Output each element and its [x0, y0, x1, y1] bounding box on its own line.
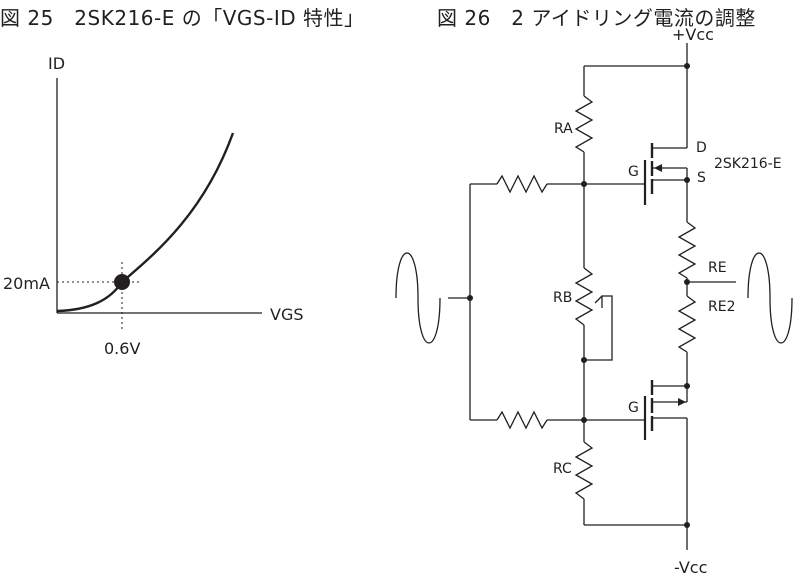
top-input-resistor	[496, 174, 548, 194]
x-axis-label: VGS	[270, 305, 304, 324]
input-sine-wave	[395, 252, 441, 344]
y-axis-label: ID	[48, 54, 65, 73]
part-number-label: 2SK216-E	[714, 156, 782, 172]
bottom-gate-label: G	[628, 400, 639, 416]
top-body-arrow	[654, 164, 662, 172]
top-mosfet: G D S 2SK216-E	[628, 66, 782, 205]
id-curve	[56, 132, 235, 313]
resistor-rc	[574, 441, 594, 500]
re2-label: RE2	[708, 299, 735, 315]
input-node	[467, 295, 473, 301]
resistor-ra	[574, 95, 594, 153]
resistor-rb	[574, 267, 594, 326]
output-sine-wave	[747, 252, 793, 344]
vgs-id-graph: ID VGS 20mA 0.6V	[3, 54, 304, 358]
bottom-source-node	[684, 383, 690, 389]
resistor-re2	[677, 295, 697, 353]
drain-label: D	[696, 140, 707, 156]
positive-supply-label: +Vcc	[672, 25, 714, 44]
rb-label: RB	[553, 290, 572, 306]
rb-wiper-arrow	[594, 295, 603, 304]
bottom-input-resistor	[496, 410, 548, 430]
source-label: S	[697, 170, 706, 186]
voltage-value-label: 0.6V	[104, 339, 140, 358]
bottom-mosfet: G	[628, 380, 690, 525]
ra-label: RA	[554, 121, 573, 137]
negative-supply-label: -Vcc	[674, 558, 707, 577]
figure-26-title: 図 26 2 アイドリング電流の調整	[437, 6, 756, 30]
current-value-label: 20mA	[3, 274, 50, 293]
bottom-body-arrow	[678, 398, 686, 406]
rb-wiper	[584, 295, 613, 361]
rc-label: RC	[553, 461, 572, 477]
resistor-re	[677, 221, 697, 279]
top-gate-label: G	[628, 164, 639, 180]
idling-current-circuit: +Vcc -Vcc RA RB RC	[395, 25, 793, 577]
rb-wiper-node	[581, 357, 587, 363]
operating-point-dot	[114, 274, 130, 290]
re-label: RE	[708, 260, 727, 276]
figure-25-title: 図 25 2SK216-E の「VGS-ID 特性」	[0, 6, 365, 30]
